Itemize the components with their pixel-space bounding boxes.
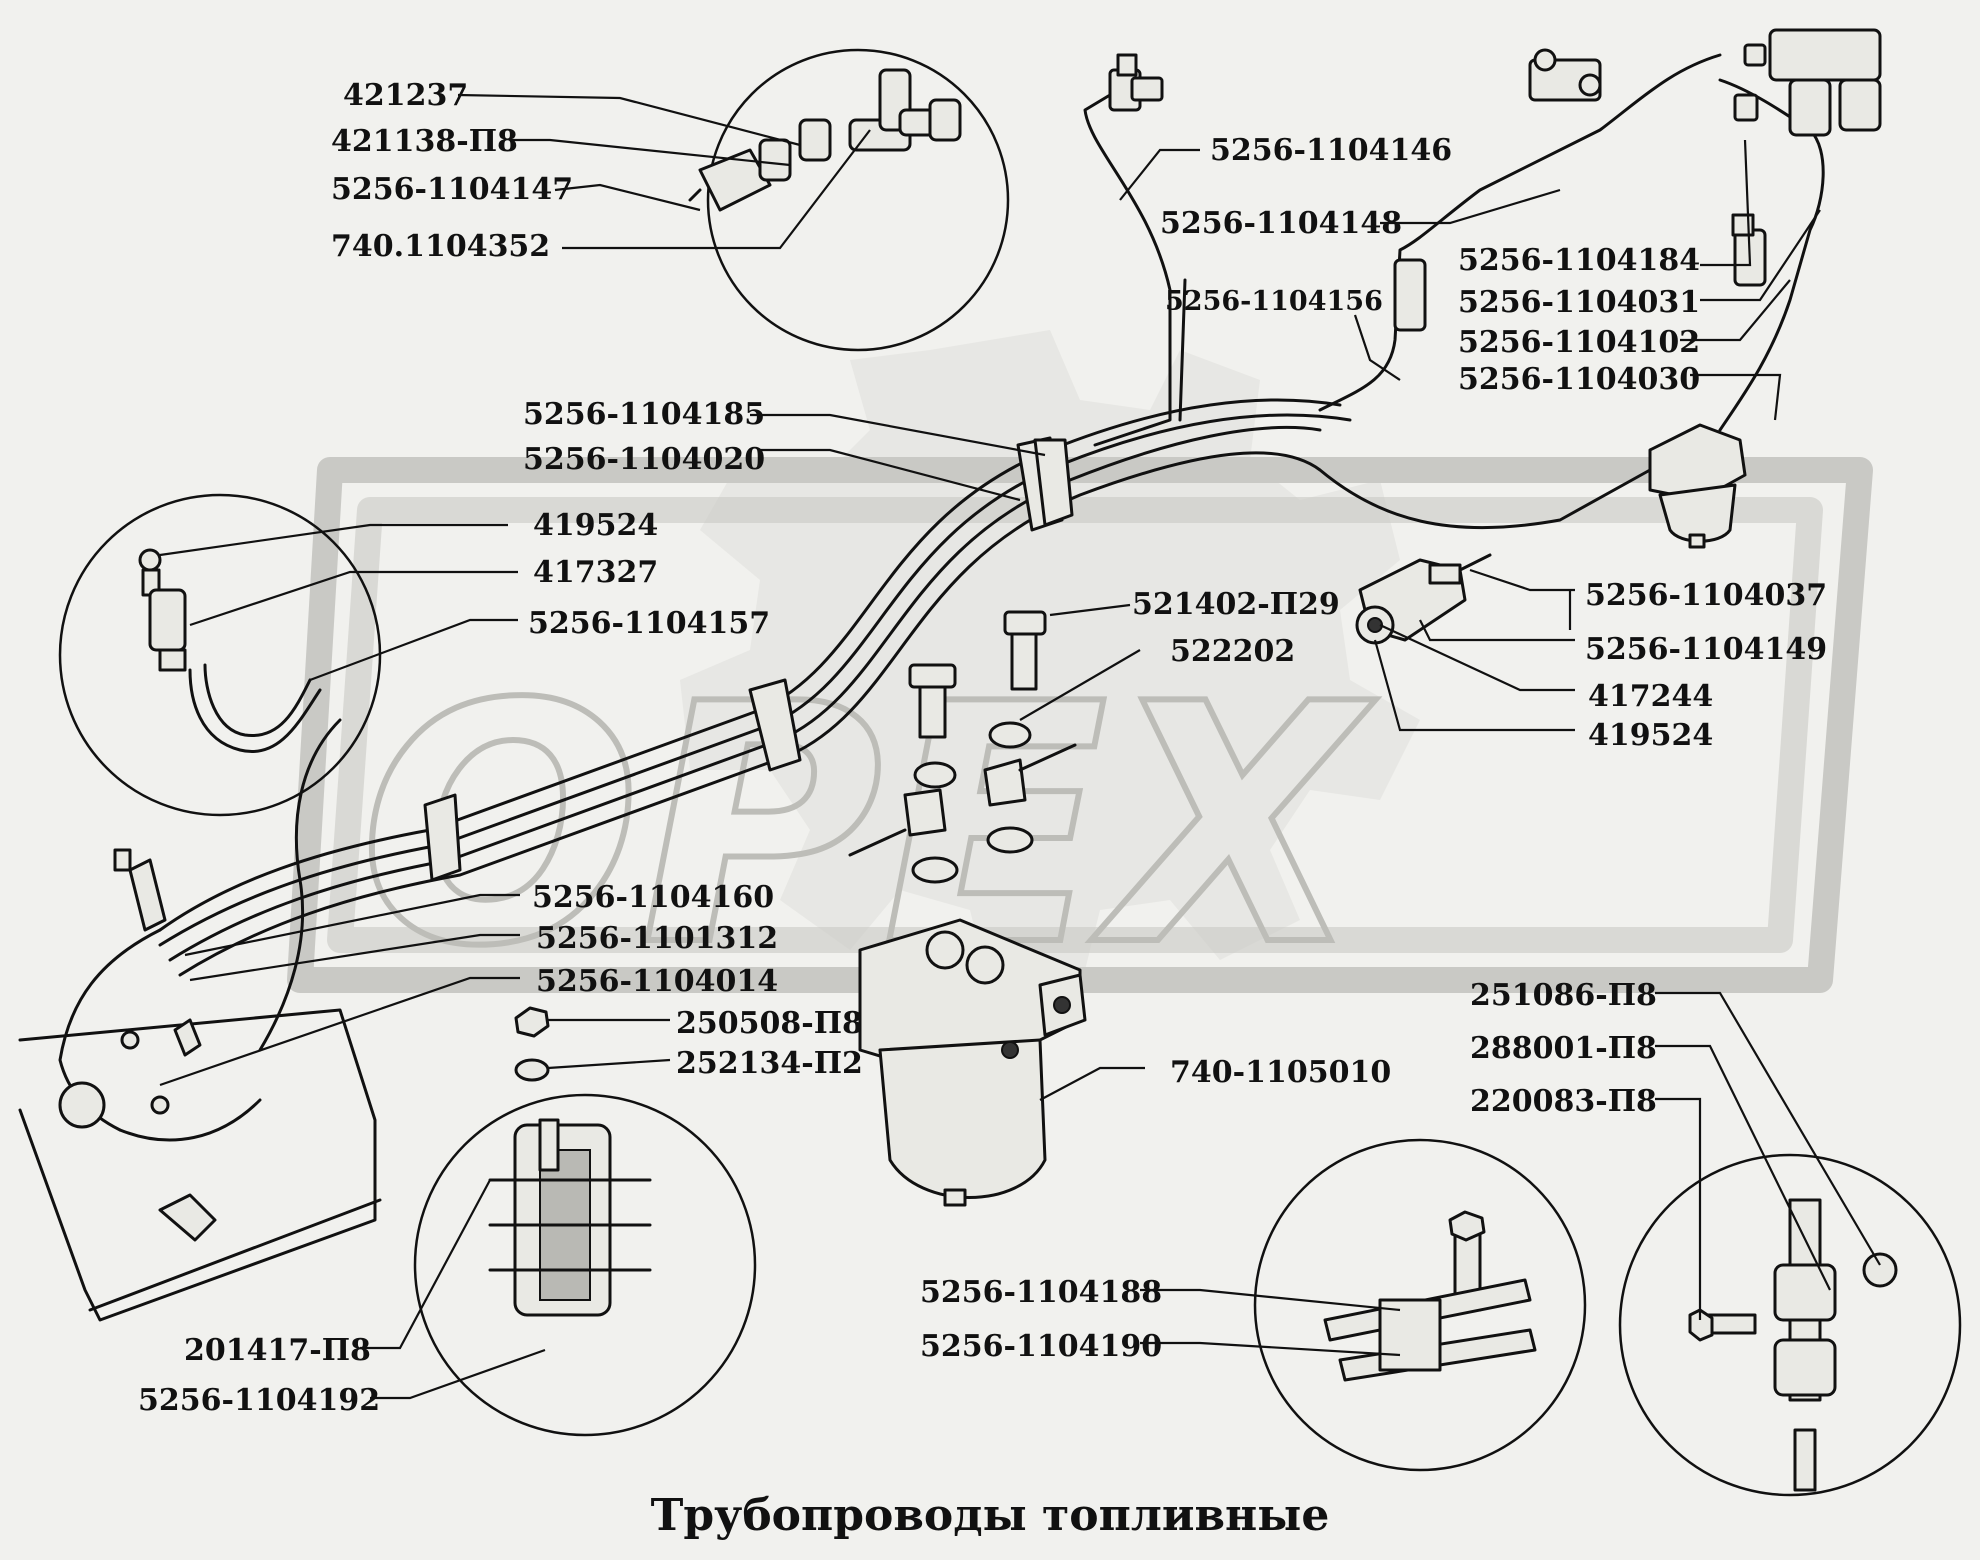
label-5256-1104148: 5256-1104148 (1160, 206, 1402, 241)
label-5256-1104014: 5256-1104014 (536, 964, 778, 999)
label-421237: 421237 (343, 78, 468, 113)
label-5256-1104037: 5256-1104037 (1585, 578, 1827, 613)
valve-assembly (1355, 553, 1492, 645)
label-740-1105010: 740-1105010 (1170, 1055, 1391, 1090)
label-251086-p8: 251086-П8 (1470, 978, 1657, 1013)
detail-bracket-rubber (488, 1118, 652, 1317)
label-288001-p8: 288001-П8 (1470, 1031, 1657, 1066)
label-419524-right: 419524 (1588, 718, 1713, 753)
coarse-filter-center (858, 918, 1087, 1207)
label-252134-p2: 252134-П2 (676, 1046, 863, 1081)
bundle-clamps (423, 436, 1074, 882)
label-5256-1104020: 5256-1104020 (523, 442, 765, 477)
fittings-group (848, 610, 1077, 884)
label-417327: 417327 (533, 555, 658, 590)
label-5256-1104149: 5256-1104149 (1585, 632, 1827, 667)
label-421138-p8: 421138-П8 (331, 124, 518, 159)
label-417244: 417244 (1588, 679, 1713, 714)
detail-tee (688, 68, 962, 212)
label-5256-1104030: 5256-1104030 (1458, 362, 1700, 397)
top-tee-fitting (1108, 53, 1164, 112)
label-522202: 522202 (1170, 634, 1295, 669)
detail-pipe-clamp (1688, 1198, 1898, 1492)
label-5256-1104156: 5256-1104156 (1165, 286, 1383, 317)
nut-and-washer (514, 1006, 550, 1082)
label-5256-1104192: 5256-1104192 (138, 1383, 380, 1418)
label-521402-p29: 521402-П29 (1132, 587, 1340, 622)
label-5256-1104184: 5256-1104184 (1458, 243, 1700, 278)
label-201417-p8: 201417-П8 (184, 1333, 371, 1368)
diagram-title: Трубопроводы топливные (651, 1490, 1330, 1541)
leader-lines (159, 93, 1881, 1400)
label-250508-p8: 250508-П8 (676, 1006, 863, 1041)
label-419524-left: 419524 (533, 508, 658, 543)
label-5256-1104160: 5256-1104160 (532, 880, 774, 915)
detail-nipple (138, 548, 322, 753)
part-labels: 421237 421138-П8 5256-1104147 740.110435… (138, 78, 1827, 1418)
label-5256-1104031: 5256-1104031 (1458, 285, 1700, 320)
label-5256-1101312: 5256-1101312 (536, 921, 778, 956)
label-5256-1104188: 5256-1104188 (920, 1275, 1162, 1310)
fine-filters (1393, 28, 1882, 332)
label-220083-p8: 220083-П8 (1470, 1084, 1657, 1119)
label-5256-1104147: 5256-1104147 (331, 172, 573, 207)
label-5256-1104146: 5256-1104146 (1210, 133, 1452, 168)
detail-clamp-plate (1323, 1210, 1537, 1382)
label-5256-1104190: 5256-1104190 (920, 1329, 1162, 1364)
tube-bundle (58, 53, 1825, 1142)
label-5256-1104157: 5256-1104157 (528, 606, 770, 641)
label-740-1104352: 740.1104352 (331, 229, 550, 264)
label-5256-1104185: 5256-1104185 (523, 397, 765, 432)
coarse-filter-right (1648, 423, 1747, 549)
tank-and-fittings (18, 848, 382, 1322)
label-5256-1104102: 5256-1104102 (1458, 325, 1700, 360)
detail-circles (58, 48, 1962, 1497)
